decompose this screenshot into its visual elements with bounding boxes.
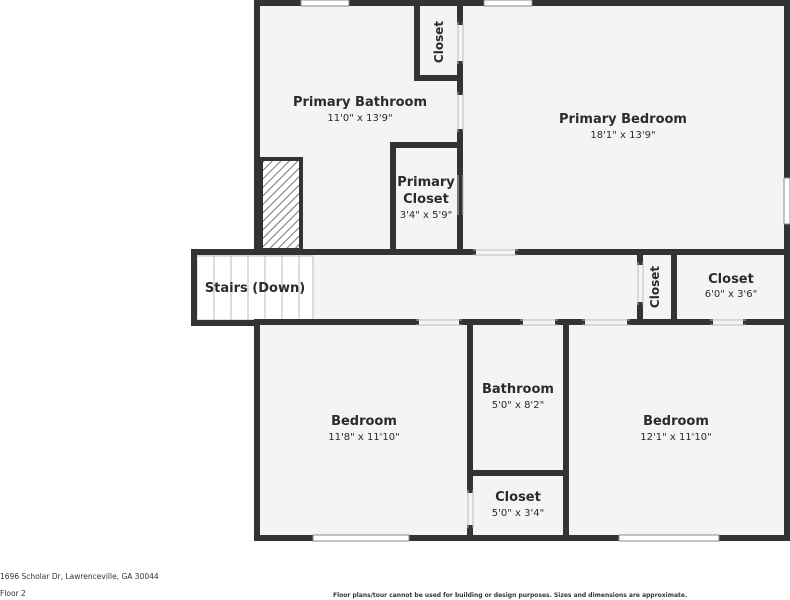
address-text: 1696 Scholar Dr, Lawrenceville, GA 30044 bbox=[0, 572, 159, 581]
room-dim-bedroom-left: 11'8" x 11'10" bbox=[328, 432, 400, 443]
room-dim-primary-closet: 3'4" x 5'9" bbox=[399, 210, 453, 221]
room-dim-bathroom: 5'0" x 8'2" bbox=[491, 400, 545, 411]
room-label-bathroom: Bathroom bbox=[482, 382, 554, 397]
room-label-bedroom-left: Bedroom bbox=[331, 414, 397, 429]
room-label-primary-bedroom: Primary Bedroom bbox=[559, 112, 687, 127]
room-label-closet-right: Closet bbox=[708, 272, 754, 287]
room-label-primary-bathroom: Primary Bathroom bbox=[292, 95, 428, 110]
room-dim-bedroom-right: 12'1" x 11'10" bbox=[640, 432, 712, 443]
room-dim-primary-bathroom: 11'0" x 13'9" bbox=[327, 113, 393, 124]
room-dim-closet-bottom: 5'0" x 3'4" bbox=[491, 508, 545, 519]
stairs-treads bbox=[196, 255, 314, 321]
room-dim-closet-right: 6'0" x 3'6" bbox=[704, 289, 758, 300]
door-openings bbox=[416, 22, 746, 528]
disclaimer-text: Floor plans/tour cannot be used for buil… bbox=[333, 592, 688, 599]
windows bbox=[300, 0, 790, 542]
room-dim-primary-bedroom: 18'1" x 13'9" bbox=[590, 130, 656, 141]
room-label-bedroom-right: Bedroom bbox=[643, 414, 709, 429]
room-label-closet-bottom: Closet bbox=[495, 490, 541, 505]
room-label-closet-top: Closet bbox=[432, 20, 446, 64]
room-label-closet-hall: Closet bbox=[648, 265, 662, 309]
room-label-primary-closet-line1: Primary bbox=[397, 175, 455, 190]
floor-areas bbox=[195, 4, 788, 538]
room-label-primary-closet-line2: Closet bbox=[403, 192, 449, 207]
hatched-shaft bbox=[259, 157, 303, 252]
room-label-stairs: Stairs (Down) bbox=[204, 281, 306, 296]
floor-label: Floor 2 bbox=[0, 589, 26, 598]
